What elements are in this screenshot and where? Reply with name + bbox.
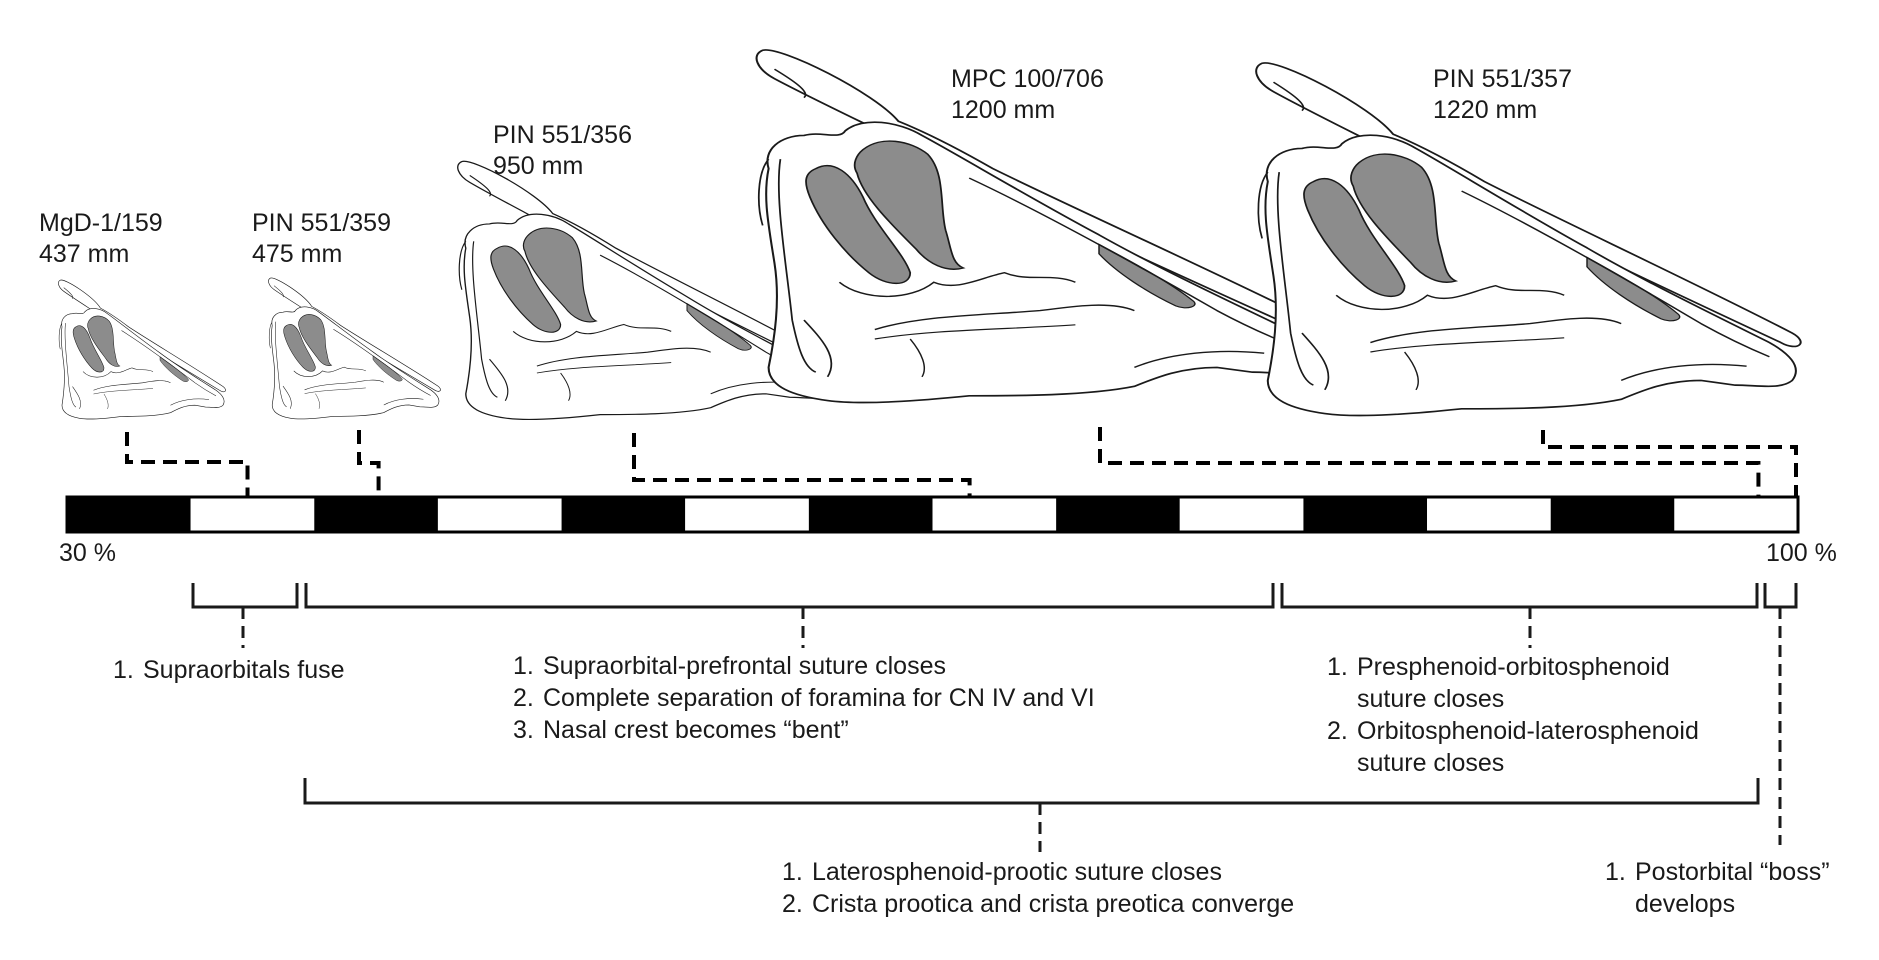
specimen-connectors bbox=[125, 427, 1798, 497]
specimen-size: 950 mm bbox=[493, 152, 584, 180]
scale-segment bbox=[67, 497, 191, 532]
specimen-size: 1200 mm bbox=[951, 96, 1056, 124]
skull-1 bbox=[58, 279, 226, 420]
event-item: 2. Crista prootica and crista preotica c… bbox=[782, 890, 1295, 918]
growth-scale-bar bbox=[65, 495, 1800, 534]
scale-segment bbox=[314, 497, 438, 532]
specimen-size: 437 mm bbox=[39, 240, 130, 268]
specimen-label: PIN 551/356 950 mm bbox=[493, 120, 632, 182]
event-item: 3. Nasal crest becomes “bent” bbox=[513, 716, 849, 744]
stage-events-1: 1. Supraorbitals fuse bbox=[113, 654, 345, 686]
specimen-id: PIN 551/357 bbox=[1433, 65, 1572, 93]
event-item: 1. Supraorbitals fuse bbox=[113, 656, 345, 684]
event-item: 1. Laterosphenoid-prootic suture closes bbox=[782, 858, 1222, 886]
connector-line-4 bbox=[1098, 427, 1761, 497]
skull-2 bbox=[268, 277, 441, 420]
connector-line-5 bbox=[1541, 430, 1798, 497]
event-item: 2. Orbitosphenoid-laterosphenoid bbox=[1327, 717, 1699, 745]
scale-segment bbox=[685, 497, 809, 532]
event-item: 2. Complete separation of foramina for C… bbox=[513, 684, 1095, 712]
stage-bracket-2 bbox=[304, 583, 1275, 609]
stage-events-2: 1. Supraorbital-prefrontal suture closes… bbox=[513, 650, 1095, 746]
stage-bracket-4 bbox=[1763, 583, 1798, 609]
scale-segment bbox=[1056, 497, 1180, 532]
specimen-label: MPC 100/706 1200 mm bbox=[951, 64, 1104, 126]
connector-line-1 bbox=[125, 432, 250, 497]
stage-bracket-5 bbox=[303, 778, 1760, 805]
skull-outline bbox=[268, 277, 441, 420]
scale-segment bbox=[1303, 497, 1428, 532]
event-item-continued: develops bbox=[1635, 890, 1736, 918]
scale-end-label: 100 % bbox=[1766, 539, 1837, 567]
stage-bracket-1 bbox=[191, 583, 299, 609]
specimen-size: 1220 mm bbox=[1433, 96, 1538, 124]
connector-line-2 bbox=[357, 430, 381, 497]
event-item: 1. Supraorbital-prefrontal suture closes bbox=[513, 652, 946, 680]
scale-segment bbox=[808, 497, 933, 532]
specimen-size: 475 mm bbox=[252, 240, 343, 268]
specimen-id: PIN 551/356 bbox=[493, 121, 632, 149]
event-item: 1. Presphenoid-orbitosphenoid bbox=[1327, 653, 1670, 681]
specimen-label: MgD-1/159 437 mm bbox=[39, 208, 163, 270]
scale-segment bbox=[437, 497, 562, 532]
scale-segment bbox=[1674, 497, 1798, 532]
stage-events-5: 1. Laterosphenoid-prootic suture closes … bbox=[782, 856, 1294, 920]
event-item-continued: suture closes bbox=[1357, 749, 1505, 777]
specimen-id: PIN 551/359 bbox=[252, 209, 391, 237]
stage-events-4: 1. Postorbital “boss” develops bbox=[1605, 856, 1830, 920]
event-item: 1. Postorbital “boss” bbox=[1605, 858, 1830, 886]
scale-segment bbox=[1427, 497, 1551, 532]
specimen-id: MPC 100/706 bbox=[951, 65, 1104, 93]
scale-bar-outline bbox=[65, 495, 1800, 534]
connector-line-3 bbox=[632, 433, 972, 497]
scale-segment bbox=[1179, 497, 1304, 532]
skull-outline bbox=[58, 279, 226, 420]
specimen-label: PIN 551/357 1220 mm bbox=[1433, 64, 1572, 126]
specimen-label: PIN 551/359 475 mm bbox=[252, 208, 391, 270]
stage-events-3: 1. Presphenoid-orbitosphenoid suture clo… bbox=[1327, 651, 1699, 779]
scale-segment bbox=[932, 497, 1057, 532]
scale-segment bbox=[190, 497, 315, 532]
event-item-continued: suture closes bbox=[1357, 685, 1505, 713]
stage-bracket-3 bbox=[1280, 583, 1759, 609]
scale-segment bbox=[1550, 497, 1675, 532]
specimen-id: MgD-1/159 bbox=[39, 209, 163, 237]
scale-start-label: 30 % bbox=[59, 539, 116, 567]
stage-brackets bbox=[191, 583, 1798, 852]
scale-segment bbox=[561, 497, 686, 532]
